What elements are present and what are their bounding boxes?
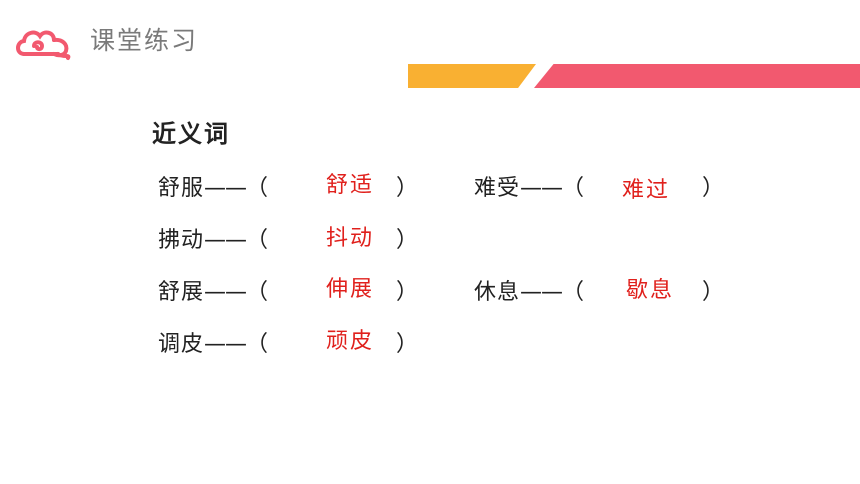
open-paren: （ (562, 280, 585, 305)
open-paren: （ (246, 228, 269, 253)
synonym-word: 调皮 (158, 332, 205, 357)
synonym-word: 难受 (474, 176, 521, 201)
synonym-answer: 难过 (622, 178, 671, 203)
close-paren: ） (702, 280, 725, 305)
header-accent-bar-orange (408, 64, 536, 88)
synonym-word: 拂动 (158, 228, 205, 253)
synonym-row: 舒服——（ (158, 174, 268, 204)
synonym-word: 舒展 (158, 280, 205, 305)
synonym-answer: 舒适 (326, 173, 375, 198)
synonym-answer: 伸展 (326, 277, 375, 302)
synonym-dash: —— (520, 176, 563, 201)
section-title: 近义词 (152, 120, 230, 148)
synonym-row: 调皮——（ (158, 330, 268, 360)
open-paren: （ (246, 280, 269, 305)
close-paren: ） (396, 332, 419, 357)
cloud-swirl-icon (16, 30, 71, 60)
synonym-answer: 歇息 (626, 278, 675, 303)
close-paren: ） (396, 228, 419, 253)
close-paren: ） (396, 176, 419, 201)
synonym-row: 拂动——（ (158, 226, 268, 256)
synonym-answer: 抖动 (326, 226, 375, 251)
synonym-word: 休息 (474, 280, 521, 305)
synonym-dash: —— (204, 228, 247, 253)
synonym-dash: —— (204, 332, 247, 357)
synonym-row: 休息——（ (474, 278, 584, 308)
page-title: 课堂练习 (90, 26, 199, 55)
close-paren: ） (702, 176, 725, 201)
open-paren: （ (246, 332, 269, 357)
close-paren: ） (396, 280, 419, 305)
synonym-dash: —— (204, 176, 247, 201)
open-paren: （ (246, 176, 269, 201)
open-paren: （ (562, 176, 585, 201)
header-accent-bar-red (534, 64, 860, 88)
synonym-dash: —— (204, 280, 247, 305)
synonym-answer: 顽皮 (326, 329, 375, 354)
synonym-dash: —— (520, 280, 563, 305)
synonym-row: 舒展——（ (158, 278, 268, 308)
synonym-word: 舒服 (158, 176, 205, 201)
synonym-row: 难受——（ (474, 174, 584, 204)
